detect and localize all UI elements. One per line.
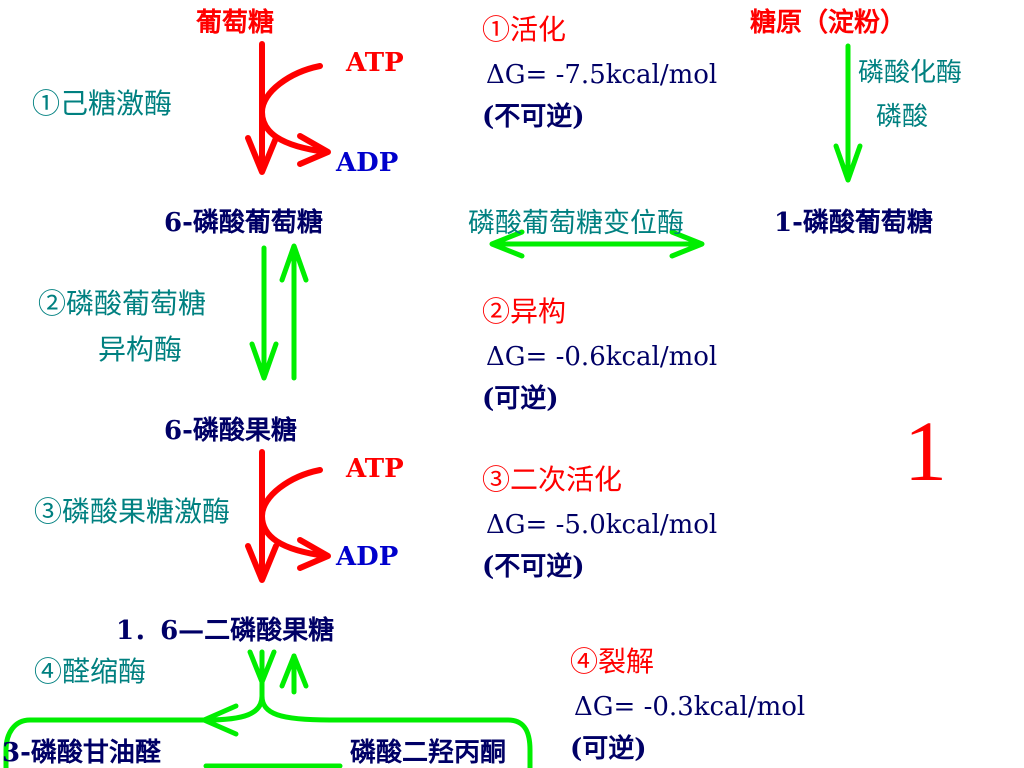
g1p-label: 1-磷酸葡萄糖 — [774, 208, 933, 238]
pfk-label: ③磷酸果糖激酶 — [34, 495, 231, 528]
step1-title: ①活化 — [482, 13, 567, 46]
step1-note: (不可逆) — [482, 102, 585, 132]
hexokinase-label: ①己糖激酶 — [32, 87, 173, 120]
step1-dg: ΔG= -7.5kcal/mol — [486, 60, 718, 90]
step3-dg: ΔG= -5.0kcal/mol — [486, 510, 718, 540]
step2-note: (可逆) — [482, 384, 559, 414]
mutase-double-arrow — [489, 229, 705, 259]
aldolase-arrows — [3, 649, 533, 768]
adp-label-1: ADP — [336, 148, 399, 178]
atp-label-1: ATP — [346, 48, 404, 78]
step3-title: ③二次活化 — [482, 463, 623, 496]
isomerase-label-1: ②磷酸葡萄糖 — [38, 287, 207, 320]
step2-title: ②异构 — [482, 295, 567, 328]
phosphorylase-arrow — [833, 43, 863, 183]
hexokinase-arrow — [245, 41, 331, 175]
atp-label-2: ATP — [346, 454, 404, 484]
adp-label-2: ADP — [336, 542, 399, 572]
mutase-label: 磷酸葡萄糖变位酶 — [468, 208, 684, 239]
f16bp-label: 1．6—二磷酸果糖 — [116, 616, 335, 646]
phosphorylase-label-1: 磷酸化酶 — [858, 58, 963, 88]
slide-number: 1 — [904, 403, 947, 499]
pfk-arrow — [245, 449, 331, 583]
phosphorylase-label-2: 磷酸 — [876, 102, 929, 132]
isomerase-label-2: 异构酶 — [98, 333, 183, 366]
f6p-label: 6-磷酸果糖 — [164, 416, 297, 446]
g6p-label: 6-磷酸葡萄糖 — [164, 208, 323, 238]
g3p-label: 3-磷酸甘油醛 — [2, 738, 161, 768]
step4-dg: ΔG= -0.3kcal/mol — [574, 692, 806, 722]
glycogen-label: 糖原（淀粉） — [750, 8, 907, 38]
isomerase-arrows — [249, 243, 309, 381]
step2-dg: ΔG= -0.6kcal/mol — [486, 342, 718, 372]
aldolase-label: ④醛缩酶 — [34, 655, 147, 688]
step4-title: ④裂解 — [570, 645, 655, 678]
dhap-label: 磷酸二羟丙酮 — [350, 738, 507, 768]
step4-note: (可逆) — [570, 734, 647, 764]
glucose-label: 葡萄糖 — [196, 8, 275, 38]
step3-note: (不可逆) — [482, 552, 585, 582]
